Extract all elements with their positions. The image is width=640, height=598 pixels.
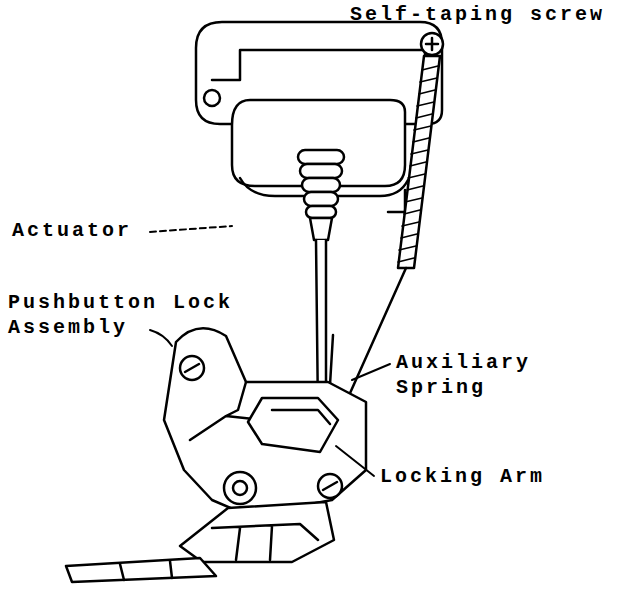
part-label: Auxiliary Spring	[396, 350, 576, 400]
part-label: Self-taping screw	[350, 2, 605, 27]
part-label: Actuator	[12, 218, 132, 243]
part-label: Pushbutton Lock Assembly	[8, 290, 258, 340]
part-label: Locking Arm	[380, 464, 545, 489]
